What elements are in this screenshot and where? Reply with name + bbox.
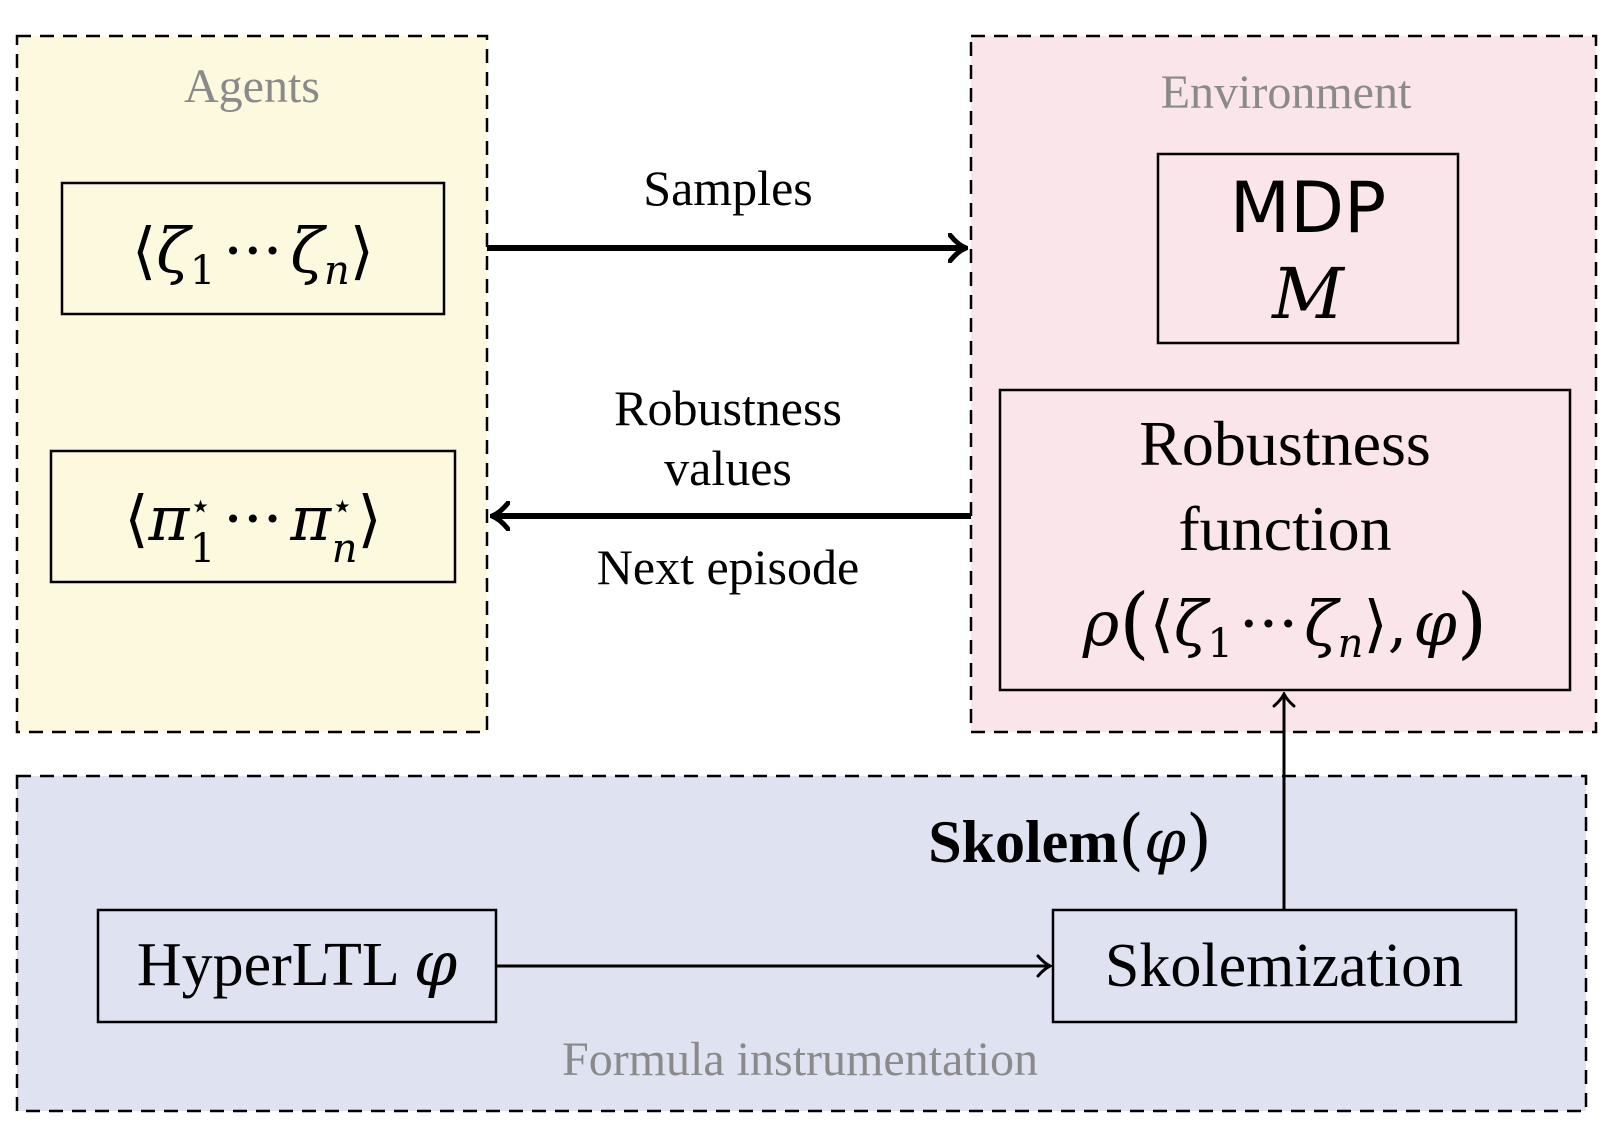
trajectories-formula: ⟨ζ1···ζn⟩ (132, 214, 374, 294)
mdp-box: MDP M (1156, 152, 1460, 345)
samples-arrow: Samples (487, 160, 966, 248)
instrumentation-title: Formula instrumentation (562, 1033, 1038, 1086)
skolem-title: Skolem(φ) (928, 801, 1212, 878)
skolemization-box: Skolemization (1051, 908, 1518, 1024)
robustness-function-box: Robustness function ρ(⟨ζ1···ζn⟩,φ) (998, 388, 1572, 692)
robustness-values-arrow: Robustness values Next episode (492, 380, 971, 595)
skolemization-label: Skolemization (1105, 932, 1463, 1000)
robustness-values-label-line1: Robustness (614, 380, 842, 436)
policies-box: ⟨π⋆1···π⋆n⟩ (49, 449, 457, 584)
agents-title: Agents (184, 60, 320, 113)
agents-panel-background (15, 34, 489, 734)
robustness-function-label-line1: Robustness (1139, 408, 1431, 479)
mdp-label: MDP (1230, 167, 1387, 249)
agents-panel: Agents ⟨ζ1···ζn⟩ ⟨π⋆1···π⋆n⟩ (15, 34, 489, 734)
policies-formula: ⟨π⋆1···π⋆n⟩ (124, 482, 381, 572)
environment-panel: Environment MDP M Robustness function ρ(… (969, 34, 1598, 734)
environment-panel-background (969, 34, 1598, 734)
robustness-function-formula: ρ(⟨ζ1···ζn⟩,φ) (1082, 578, 1487, 668)
mdp-symbol: M (1270, 253, 1346, 335)
robustness-function-label-line2: function (1178, 493, 1391, 564)
trajectories-box: ⟨ζ1···ζn⟩ (60, 181, 446, 316)
samples-label: Samples (643, 160, 812, 216)
robustness-values-label-line2: values (664, 440, 792, 496)
next-episode-label: Next episode (597, 539, 859, 595)
environment-title: Environment (1161, 66, 1412, 119)
